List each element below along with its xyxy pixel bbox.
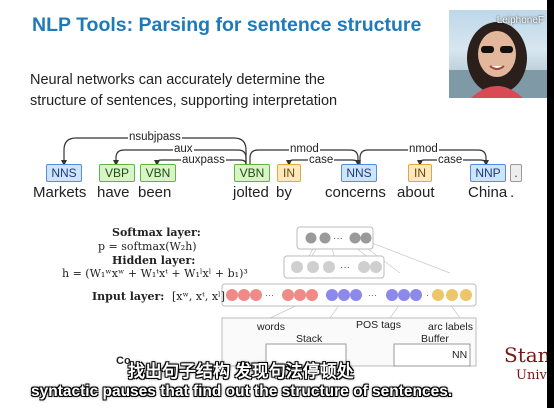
pos-units bbox=[326, 289, 422, 301]
pos-tag-vbp: VBP bbox=[99, 164, 135, 182]
softmax-ellipsis: ··· bbox=[333, 233, 343, 244]
word-been: been bbox=[138, 184, 172, 201]
svg-text:···: ··· bbox=[265, 290, 274, 300]
hidden-title: Hidden layer: bbox=[112, 254, 196, 267]
word-by: by bbox=[276, 184, 292, 201]
configuration-label: Co bbox=[116, 355, 131, 367]
subtitle-chinese: 找出句子结构 发现句法停顿处 bbox=[128, 362, 354, 381]
softmax-units bbox=[305, 232, 372, 244]
pos-tag-punct: . bbox=[510, 164, 522, 182]
softmax-equation: p = softmax(W₂h) bbox=[98, 240, 197, 253]
subtitle-english: syntactic pauses that find out the struc… bbox=[31, 383, 453, 400]
word-about: about bbox=[397, 184, 435, 201]
subtitle-line-2: structure of sentences, supporting inter… bbox=[30, 93, 338, 109]
pos-tag-in-1: IN bbox=[277, 164, 301, 182]
pos-tag-vbn-1: VBN bbox=[140, 164, 176, 182]
word-markets: Markets bbox=[33, 184, 87, 201]
pos-tag-in-2: IN bbox=[408, 164, 432, 182]
stack-label: Stack bbox=[296, 333, 323, 345]
pos-tag-vbn-2: VBN bbox=[234, 164, 270, 182]
pos-tag-nnp: NNP bbox=[470, 164, 506, 182]
svg-text:·: · bbox=[426, 290, 429, 300]
presenter-image bbox=[449, 22, 547, 98]
subtitle-line-1: Neural networks can accurately determine… bbox=[30, 72, 325, 88]
softmax-title: Softmax layer: bbox=[112, 226, 201, 239]
slide-subtitle: Neural networks can accurately determine… bbox=[30, 70, 337, 112]
label-units bbox=[432, 289, 472, 301]
right-black-edge bbox=[547, 0, 554, 408]
hidden-equation: h = (W₁ʷxʷ + W₁ᵗxᵗ + W₁ˡxˡ + b₁)³ bbox=[62, 267, 248, 280]
arc-label-nsubjpass: nsubjpass bbox=[128, 131, 182, 144]
input-title: Input layer: bbox=[92, 290, 165, 303]
buffer-token: NN bbox=[452, 349, 468, 361]
university-name-line2: Univ bbox=[516, 368, 547, 383]
pos-tag-nns-1: NNS bbox=[46, 164, 82, 182]
word-jolted: jolted bbox=[233, 184, 269, 201]
slide-title: NLP Tools: Parsing for sentence structur… bbox=[32, 14, 422, 36]
video-watermark: LeiphoneF bbox=[496, 15, 544, 26]
stack-box bbox=[265, 343, 347, 367]
word-units bbox=[226, 289, 318, 301]
words-label: words bbox=[257, 321, 286, 333]
buffer-box bbox=[393, 343, 471, 367]
hidden-units bbox=[291, 261, 382, 273]
softmax-layer-box bbox=[296, 226, 374, 250]
arc-label-nmod-2: nmod bbox=[408, 143, 439, 156]
svg-text:···: ··· bbox=[368, 290, 377, 300]
presenter-video: LeiphoneF bbox=[449, 10, 547, 98]
hidden-ellipsis: ··· bbox=[340, 262, 350, 273]
buffer-label: Buffer bbox=[421, 333, 449, 345]
arc-labels-label: arc labels bbox=[428, 321, 473, 333]
arc-label-auxpass: auxpass bbox=[181, 154, 226, 167]
arc-label-case-2: case bbox=[437, 154, 464, 167]
arc-label-nmod-1: nmod bbox=[289, 143, 320, 156]
configuration-small-text: usec bbox=[274, 372, 291, 381]
pos-tag-nns-2: NNS bbox=[341, 164, 377, 182]
word-period: . bbox=[510, 184, 515, 201]
word-china: China bbox=[468, 184, 508, 201]
arc-label-aux: aux bbox=[173, 143, 194, 156]
pos-tags-label: POS tags bbox=[356, 319, 401, 331]
arc-label-case-1: case bbox=[308, 154, 335, 167]
input-ellipses: ······· bbox=[265, 290, 429, 300]
word-concerns: concerns bbox=[325, 184, 386, 201]
connections bbox=[269, 242, 461, 319]
input-equation: [xʷ, xᵗ, xˡ] bbox=[172, 290, 226, 303]
word-have: have bbox=[97, 184, 130, 201]
university-name-line1: Stan bbox=[504, 343, 547, 367]
csdn-watermark: CSDN @dreamer_byron2407 bbox=[286, 381, 457, 396]
